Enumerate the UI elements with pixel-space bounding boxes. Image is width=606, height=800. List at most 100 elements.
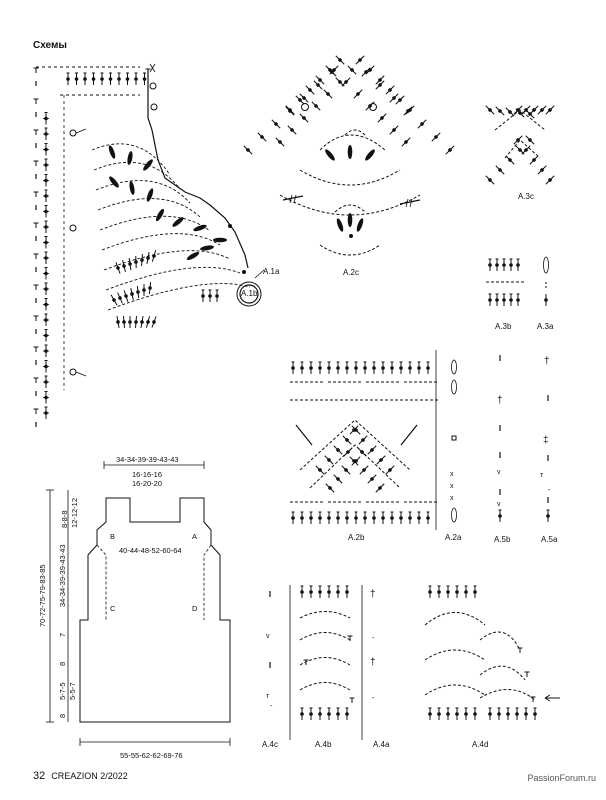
open-petal xyxy=(451,359,457,375)
watermark: PassionForum.ru xyxy=(527,773,596,783)
dc-dot xyxy=(372,366,376,370)
chain-arc xyxy=(93,161,181,190)
symbol-text: - xyxy=(270,703,273,710)
dc-dot xyxy=(515,712,519,716)
symbol-text: † xyxy=(544,356,550,367)
dc-dot xyxy=(417,516,421,520)
open-petal xyxy=(543,256,549,274)
label-a2a: A.2a xyxy=(445,533,462,542)
dc-stitch xyxy=(325,65,335,75)
dc-dot xyxy=(291,516,295,520)
dc-dot xyxy=(354,516,358,520)
petal-stitch xyxy=(213,237,227,243)
dc-dot xyxy=(300,516,304,520)
dc-dot xyxy=(502,263,506,267)
dc-dot xyxy=(372,516,376,520)
dc-dot xyxy=(446,590,450,594)
dc-dot xyxy=(318,712,322,716)
arc xyxy=(479,665,526,681)
magazine-name: CREAZION 2/2022 xyxy=(51,771,128,781)
dc-dot xyxy=(242,270,246,274)
dc-dot xyxy=(390,366,394,370)
open-circle xyxy=(149,82,157,90)
dc-stitch xyxy=(299,93,309,103)
dc-stitch xyxy=(130,288,134,300)
dc-dot xyxy=(300,590,304,594)
symbol-text: - xyxy=(548,487,551,494)
petal-stitch xyxy=(200,245,214,251)
dc-dot xyxy=(327,366,331,370)
petal-stitch xyxy=(365,149,375,161)
dc-stitch xyxy=(151,316,157,328)
dc-stitch xyxy=(323,89,333,99)
dc-stitch xyxy=(485,105,495,115)
open-circle xyxy=(69,224,77,232)
petal-stitch xyxy=(347,213,353,227)
dc-stitch xyxy=(375,483,385,493)
dc-stitch xyxy=(333,474,343,484)
dc-dot xyxy=(399,366,403,370)
dc-dot xyxy=(309,366,313,370)
dc-stitch xyxy=(376,455,386,465)
meas-strap-height-2: 12-12-12 xyxy=(70,497,79,528)
dc-stitch xyxy=(145,316,151,328)
dc-stitch xyxy=(431,132,441,142)
meas-strap-width-1: 16-16-16 xyxy=(132,470,163,479)
dc-stitch xyxy=(385,465,395,475)
a1b-ring xyxy=(239,284,259,304)
dc-stitch xyxy=(358,435,368,445)
square-mark xyxy=(451,435,457,441)
dc-dot xyxy=(354,366,358,370)
dc-dot xyxy=(300,366,304,370)
dc-stitch xyxy=(333,445,343,455)
arc xyxy=(479,631,521,651)
dc-dot xyxy=(455,590,459,594)
dc-dot xyxy=(142,77,147,81)
petal-stitch xyxy=(127,151,133,165)
dc-stitch xyxy=(347,65,357,75)
chain-arc xyxy=(107,283,251,311)
dc-dot xyxy=(506,712,510,716)
petal-stitch xyxy=(155,208,165,222)
dc-dot xyxy=(336,590,340,594)
dc-dot xyxy=(345,516,349,520)
dc-dot xyxy=(345,712,349,716)
petal-stitch xyxy=(172,217,184,227)
dc-dot xyxy=(201,294,205,298)
dc-stitch xyxy=(445,145,455,155)
dc-dot xyxy=(399,516,403,520)
petal-stitch xyxy=(325,149,335,161)
dc-stitch xyxy=(537,165,547,175)
dc-stitch xyxy=(257,132,267,142)
dc-dot xyxy=(309,516,313,520)
petal-stitch xyxy=(347,145,353,159)
open-circle xyxy=(150,103,158,111)
arc xyxy=(424,649,486,661)
arc xyxy=(299,611,351,619)
dc-dot xyxy=(336,516,340,520)
dc-stitch xyxy=(335,77,345,87)
dc-stitch xyxy=(335,55,345,65)
dc-stitch xyxy=(295,95,305,105)
dc-stitch xyxy=(148,281,152,295)
petal-stitch xyxy=(129,181,135,195)
chain-arc xyxy=(103,250,231,271)
dc-stitch xyxy=(385,85,395,95)
dc-stitch xyxy=(495,106,505,116)
dc-stitch xyxy=(353,89,363,99)
dc-dot xyxy=(408,366,412,370)
dc-dot xyxy=(215,294,219,298)
line xyxy=(293,194,297,204)
dc-dot xyxy=(117,77,121,81)
line xyxy=(400,424,418,446)
open-circle xyxy=(69,129,77,137)
arc xyxy=(424,612,486,626)
dc-stitch xyxy=(403,106,413,116)
arc xyxy=(299,682,351,691)
petal-stitch xyxy=(109,176,119,188)
line xyxy=(544,697,551,702)
dc-stitch xyxy=(375,75,385,85)
dc-stitch xyxy=(529,155,539,165)
dc-stitch xyxy=(315,465,325,475)
